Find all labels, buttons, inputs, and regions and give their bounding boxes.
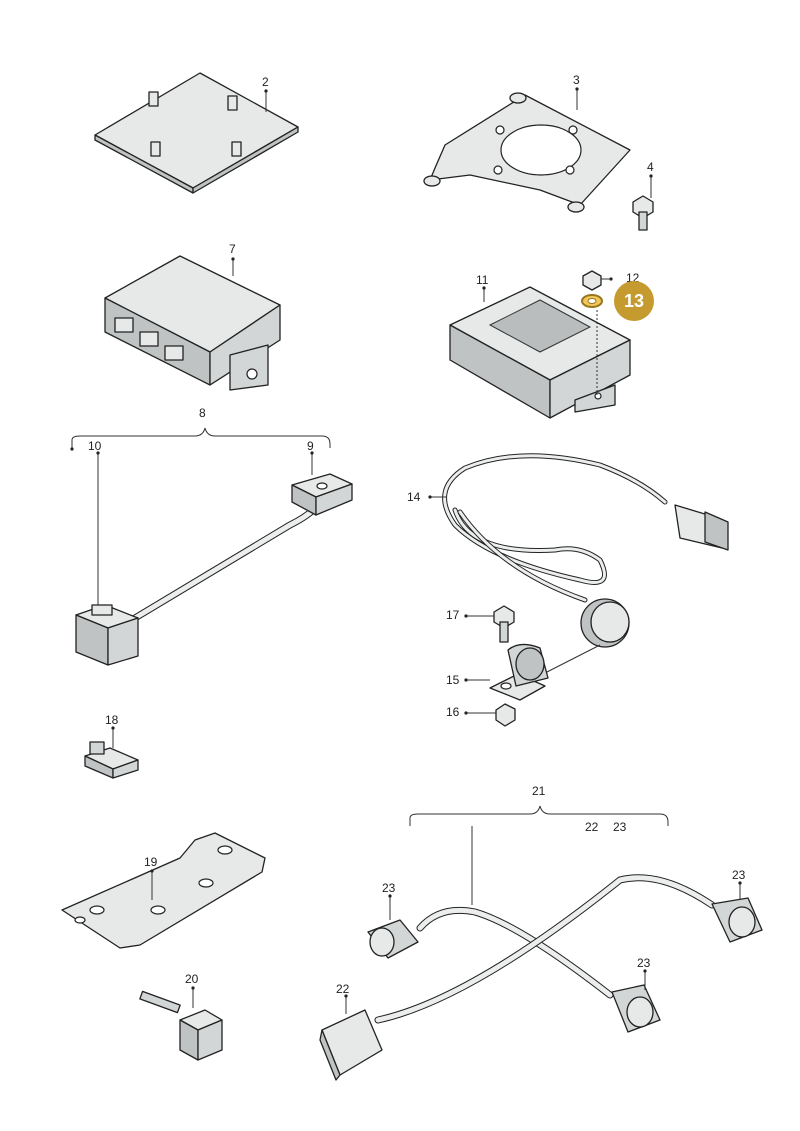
callout-16: 16 bbox=[446, 705, 460, 719]
callout-23-right: 23 bbox=[732, 868, 746, 882]
callout-23-group: 23 bbox=[613, 820, 627, 834]
part-19-bracket bbox=[61, 832, 266, 949]
callout-8: 8 bbox=[199, 406, 206, 420]
callout-3: 3 bbox=[573, 73, 580, 87]
part-4-bolt bbox=[632, 175, 654, 231]
part-3-bracket bbox=[423, 88, 631, 213]
callout-7: 7 bbox=[229, 242, 236, 256]
callout-19: 19 bbox=[144, 855, 158, 869]
callout-14: 14 bbox=[407, 490, 421, 504]
part-13-washer bbox=[581, 294, 603, 308]
part-16-nut bbox=[466, 703, 516, 727]
part-21-brace bbox=[409, 805, 669, 905]
callout-23-left: 23 bbox=[382, 881, 396, 895]
part-7-control-unit bbox=[104, 255, 281, 391]
callout-23-middle: 23 bbox=[637, 956, 651, 970]
callout-18: 18 bbox=[105, 713, 119, 727]
callout-10: 10 bbox=[88, 439, 102, 453]
callout-13-highlight[interactable]: 13 bbox=[614, 281, 654, 321]
callout-20: 20 bbox=[185, 972, 199, 986]
part-12-nut bbox=[582, 270, 613, 291]
callout-21: 21 bbox=[532, 784, 546, 798]
part-14-cable bbox=[430, 453, 729, 674]
callout-17: 17 bbox=[446, 608, 460, 622]
part-8-brace bbox=[71, 427, 331, 608]
part-21-harness bbox=[319, 874, 763, 1081]
part-2-plate bbox=[94, 72, 299, 194]
callout-11: 11 bbox=[476, 273, 489, 287]
callout-4: 4 bbox=[647, 160, 654, 174]
part-20-connector bbox=[139, 987, 223, 1061]
part-15-clip bbox=[466, 643, 549, 701]
callout-2: 2 bbox=[262, 75, 269, 89]
callout-15: 15 bbox=[446, 673, 460, 687]
part-18-clip bbox=[84, 727, 139, 779]
callout-9: 9 bbox=[307, 439, 314, 453]
part-8-wiring-harness bbox=[75, 473, 353, 666]
callout-22-group: 22 bbox=[585, 820, 599, 834]
leader-dots bbox=[70, 87, 742, 998]
callout-22: 22 bbox=[336, 982, 350, 996]
part-11-control-unit bbox=[449, 286, 631, 419]
part-17-bolt bbox=[466, 605, 515, 643]
